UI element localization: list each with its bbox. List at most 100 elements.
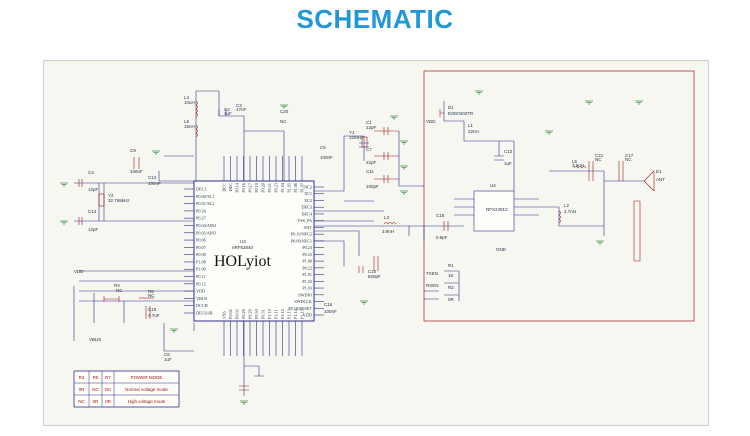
- pin-label: P0.21: [267, 183, 272, 193]
- pin-label: SWDCLK: [294, 299, 312, 304]
- d1-value: ESD0402TR: [448, 111, 474, 116]
- r2-ref: R2: [448, 285, 454, 290]
- pin-label: VDD: [196, 289, 205, 294]
- c20-value: NC: [280, 119, 287, 124]
- pin-label: P1.01: [302, 272, 312, 277]
- r6-value: NC: [148, 293, 155, 298]
- lf-crystal-wiring: [74, 157, 194, 225]
- pin-label: P0.05/AIN3: [196, 230, 216, 235]
- net-rxen: RXEN: [426, 283, 439, 288]
- pin-label: P0.12: [196, 281, 206, 286]
- pin-label: P0.31: [261, 309, 266, 319]
- r1-value: 1K: [448, 273, 454, 278]
- pin-label: DCC: [222, 183, 227, 192]
- pin-label: P0.11: [196, 274, 206, 279]
- table-cell: 0R: [105, 399, 112, 404]
- c1-ref: C1: [366, 120, 372, 125]
- chip-part: nRF52840: [232, 245, 254, 250]
- r1-ref: R1: [448, 263, 454, 268]
- l2-value: 2.7nH: [564, 209, 576, 214]
- l1-value: 22nH: [468, 129, 479, 134]
- pin-label: P0.17: [248, 183, 253, 193]
- pin-label: P0.23: [274, 183, 279, 193]
- r4-value: NC: [116, 288, 123, 293]
- c3-ref: C3: [236, 103, 242, 108]
- pin-label: P1.02: [302, 279, 312, 284]
- pin-label: P0.27: [196, 216, 206, 221]
- pin-label: P1.10: [267, 309, 272, 319]
- pin-label: DCCH: [196, 303, 208, 308]
- schematic-diagram: HOLyiot U3 nRF52840 DEC1P0.00/XL1P0.01/X…: [60, 70, 695, 408]
- pin-label: P1.05: [287, 183, 292, 193]
- d1-ref: D1: [448, 105, 454, 110]
- pin-label: P0.20: [261, 183, 266, 193]
- ground-symbol: [400, 165, 408, 170]
- c11-value: 100pF: [366, 184, 379, 189]
- c18-value: 0.8pF: [436, 235, 448, 240]
- table-cell: 0R: [79, 387, 86, 392]
- c9-ref: C9: [130, 148, 136, 153]
- pin-label: P1.15: [300, 309, 305, 319]
- ground-symbol: [60, 182, 68, 187]
- pin-label: XC2: [304, 198, 312, 203]
- pin-label: NC2: [304, 185, 312, 190]
- c6-value: 1uF: [164, 357, 172, 362]
- pin-label: P1.06: [293, 183, 298, 193]
- net-txen: TXEN: [426, 271, 438, 276]
- pin-label: P0.29: [248, 309, 253, 319]
- ground-symbol: [596, 240, 604, 245]
- right-pin-group: NC2XC1XC2DEC3DEC4VSS_PAANTP0.10/NFC2P0.0…: [288, 185, 324, 318]
- pin-label: P0.01/XL2: [196, 201, 215, 206]
- c4-ref: C4: [88, 170, 94, 175]
- table-cell: High voltage mode: [128, 399, 166, 404]
- pin-label: P0.14: [235, 182, 240, 193]
- c13-ref: C13: [148, 175, 157, 180]
- rf-section-frame: [423, 70, 695, 322]
- pin-label: VDD: [303, 313, 312, 318]
- chip-logo: HOLyiot: [214, 253, 271, 270]
- ground-symbol: [475, 90, 483, 95]
- mcu-body: [193, 180, 315, 322]
- pin-label: P0.25: [302, 252, 312, 257]
- c10-ref: C10: [368, 269, 377, 274]
- page-title: SCHEMATIC: [296, 4, 454, 34]
- pin-label: P0.18/RESET: [288, 306, 312, 311]
- c17-value: NC: [625, 157, 632, 162]
- ground-symbol: [280, 104, 288, 109]
- pin-label: P0.09/NFC1: [291, 238, 312, 243]
- dcdc-inductors: [158, 90, 285, 182]
- table-cell: 0R: [93, 399, 100, 404]
- pin-label: P1.00: [302, 259, 312, 264]
- c20-ref: C20: [280, 109, 289, 114]
- pin-label: P1.09: [196, 267, 206, 272]
- ground-symbol: [360, 300, 368, 305]
- pin-label: VBUS: [196, 296, 208, 301]
- ground-symbol: [60, 220, 68, 225]
- y2-ref: Y2: [108, 193, 114, 198]
- chip-ref: U3: [240, 239, 246, 244]
- table-cell: NC: [92, 387, 99, 392]
- l5-ref: L5: [184, 119, 190, 124]
- pin-label: DECUSB: [196, 311, 213, 316]
- c16-value: 100nF: [324, 309, 337, 314]
- net-vbus: VBUS: [89, 337, 101, 342]
- ground-symbol: [400, 190, 408, 195]
- l3-value: 3.9nH: [382, 229, 394, 234]
- ground-symbol: [170, 328, 178, 333]
- pin-label: P0.02: [228, 309, 233, 319]
- y2-value: 32.768kHz: [108, 198, 130, 203]
- pin-label: VSS_PA: [297, 218, 312, 223]
- c3-value: 47nF: [236, 107, 247, 112]
- ground-symbol: [390, 115, 398, 120]
- ground-symbol: [400, 140, 408, 145]
- pin-label: P0.26: [196, 208, 206, 213]
- table-cell: Normal voltage mode: [125, 387, 168, 392]
- pin-label: P0.04/AIN2: [196, 223, 216, 228]
- pin-label: P1.14: [293, 308, 298, 319]
- pin-label: P0.00/XL1: [196, 194, 215, 199]
- l6-ref: L6: [572, 159, 578, 164]
- c15-ref: C15: [148, 307, 157, 312]
- pin-label: P1.12: [280, 309, 285, 319]
- ground-symbol: [152, 150, 160, 155]
